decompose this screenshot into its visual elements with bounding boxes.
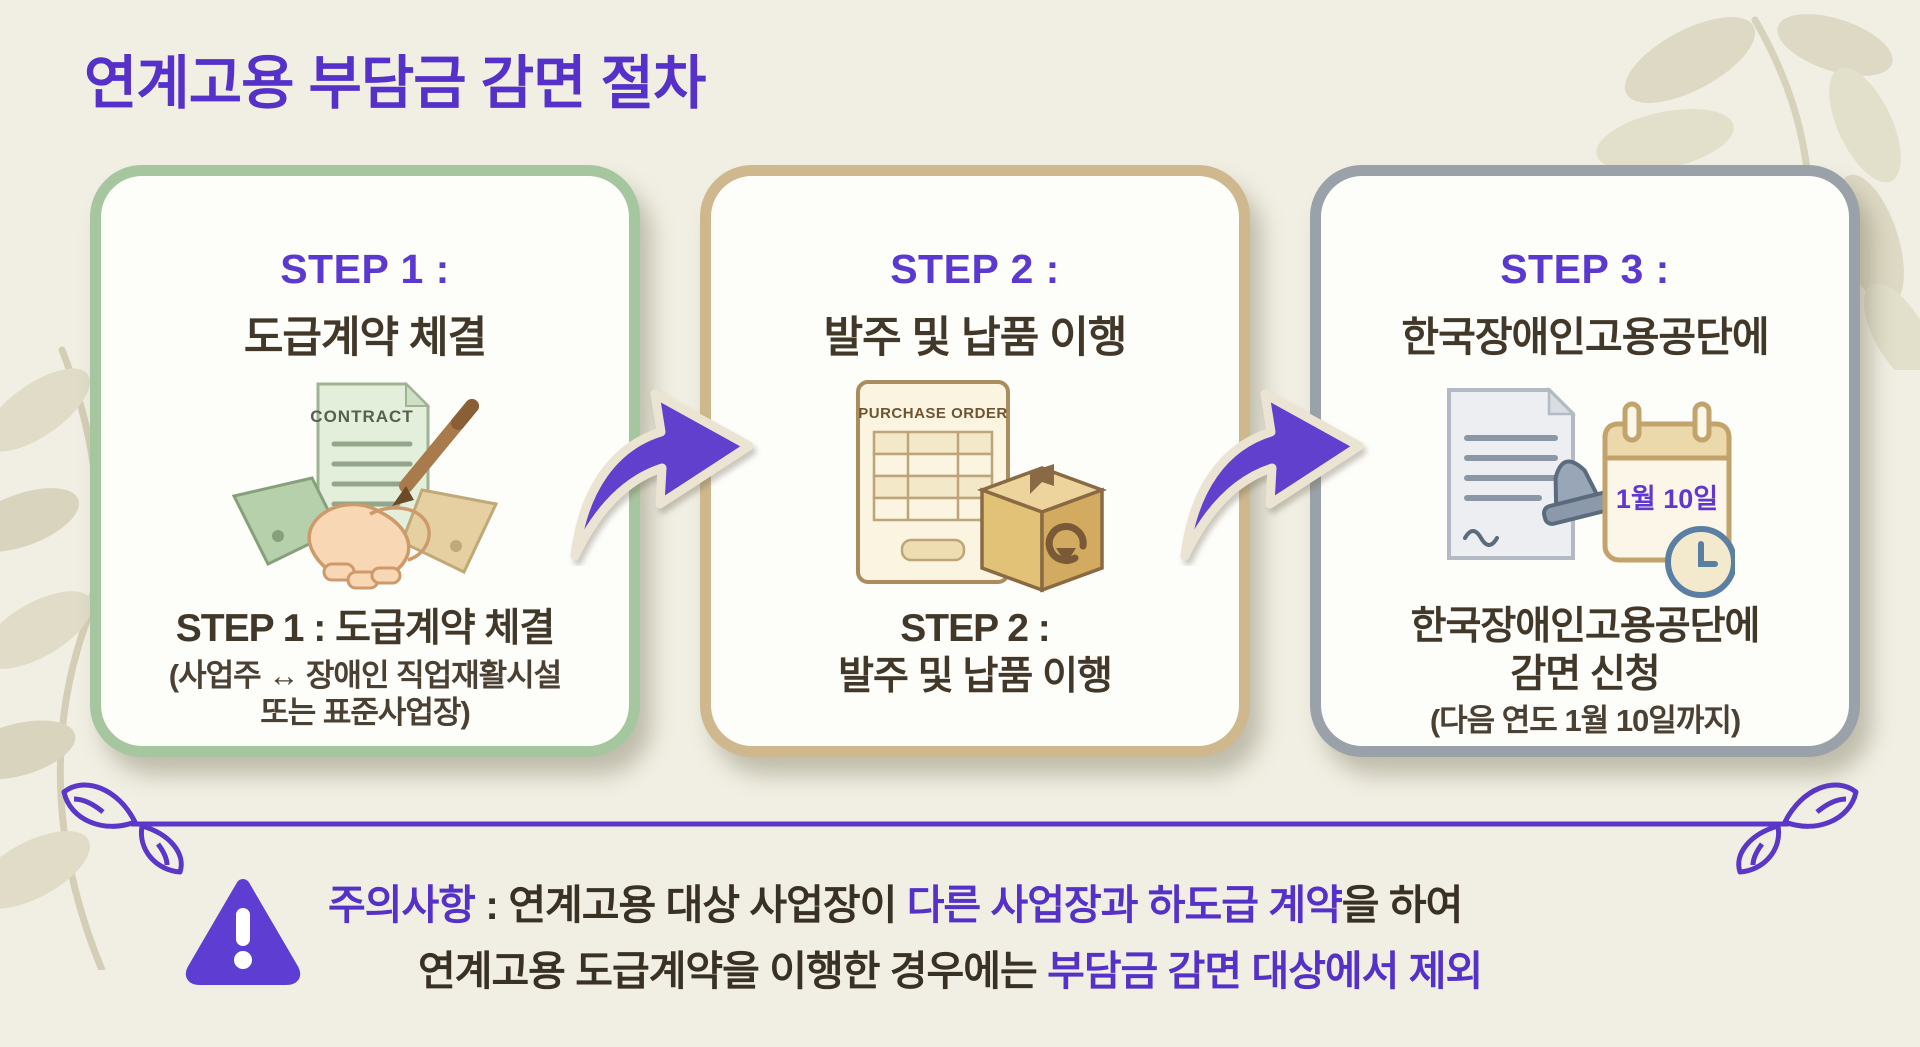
contract-label: CONTRACT bbox=[310, 407, 413, 426]
warning-triangle-icon bbox=[185, 879, 301, 985]
step-1-label: STEP 1 : bbox=[280, 246, 450, 292]
box-icon bbox=[976, 464, 1108, 593]
purchase-order-label: PURCHASE ORDER bbox=[858, 405, 1008, 422]
notice-line1-seg2: : 연계고용 대상 사업장이 bbox=[474, 882, 907, 928]
pen-icon bbox=[392, 399, 479, 506]
step-3-caption-line2: 감면 신청 bbox=[1510, 652, 1660, 696]
purchase-order-box-icon: PURCHASE ORDER bbox=[830, 377, 1120, 605]
step-3-caption-sub: (다음 연도 1월 10일까지) bbox=[1429, 703, 1741, 739]
step-3-heading: 한국장애인고용공단에 bbox=[1401, 314, 1769, 360]
leaf-vine-decoration-left bbox=[0, 346, 106, 970]
step-3-caption-line1: 한국장애인고용공단에 bbox=[1410, 605, 1761, 648]
step-1-caption-sub-line1: (사업주 ↔ 장애인 직업재활시설 bbox=[168, 657, 562, 693]
contract-handshake-icon: CONTRACT bbox=[220, 377, 510, 605]
arrow-step1-to-step2-icon bbox=[570, 389, 754, 561]
step-2-caption-line2: 발주 및 납품 이행 bbox=[838, 654, 1113, 698]
step-1-caption-sub-line2: 또는 표준사업장) bbox=[260, 694, 471, 730]
step-3-label: STEP 3 : bbox=[1500, 246, 1670, 292]
step-2-caption-line1: STEP 2 : bbox=[900, 607, 1051, 650]
calendar-date-label: 1월 10일 bbox=[1616, 484, 1718, 514]
step-1-caption: STEP 1 : 도급계약 체결 bbox=[175, 607, 555, 650]
vine-divider bbox=[61, 782, 1859, 875]
calendar-icon: 1월 10일 bbox=[1602, 401, 1732, 563]
leaf-branch-decoration-top-right bbox=[1596, 14, 1920, 370]
notice-line1-seg3: 다른 사업장과 하도급 계약 bbox=[906, 882, 1343, 928]
document-stamp-calendar-clock-icon: 1월 10일 bbox=[1435, 375, 1735, 603]
step-2-caption: STEP 2 : 발주 및 납품 이행 bbox=[838, 605, 1113, 700]
step-3-card: STEP 3 : 한국장애인고용공단에 bbox=[1310, 165, 1860, 757]
step-2-heading: 발주 및 납품 이행 bbox=[823, 314, 1128, 362]
notice-line2-seg1: 연계고용 도급계약을 이행한 경우에는 bbox=[418, 948, 1048, 994]
step-3-caption: 한국장애인고용공단에 감면 신청 bbox=[1410, 603, 1761, 698]
step-2-label: STEP 2 : bbox=[890, 246, 1060, 292]
notice-line-1: 주의사항 : 연계고용 대상 사업장이 다른 사업장과 하도급 계약을 하여 bbox=[328, 872, 1748, 938]
notice-label: 주의사항 bbox=[328, 882, 476, 928]
notice-line1-seg4: 을 하여 bbox=[1341, 882, 1464, 928]
notice-text: 주의사항 : 연계고용 대상 사업장이 다른 사업장과 하도급 계약을 하여 연… bbox=[328, 872, 1748, 1004]
arrow-step2-to-step3-icon bbox=[1180, 389, 1364, 561]
notice-line-2: 연계고용 도급계약을 이행한 경우에는 부담금 감면 대상에서 제외 bbox=[418, 938, 1748, 1004]
step-1-heading: 도급계약 체결 bbox=[243, 314, 487, 362]
notice-line2-seg2: 부담금 감면 대상에서 제외 bbox=[1047, 948, 1483, 994]
page-title: 연계고용 부담금 감면 절차 bbox=[84, 51, 706, 116]
step-1-caption-sub: (사업주 ↔ 장애인 직업재활시설 또는 표준사업장) bbox=[168, 657, 562, 731]
step-2-card: STEP 2 : 발주 및 납품 이행 PURCHASE ORDER bbox=[700, 165, 1250, 757]
step-1-card: STEP 1 : 도급계약 체결 CONTRACT bbox=[90, 165, 640, 757]
clock-icon bbox=[1665, 526, 1735, 598]
